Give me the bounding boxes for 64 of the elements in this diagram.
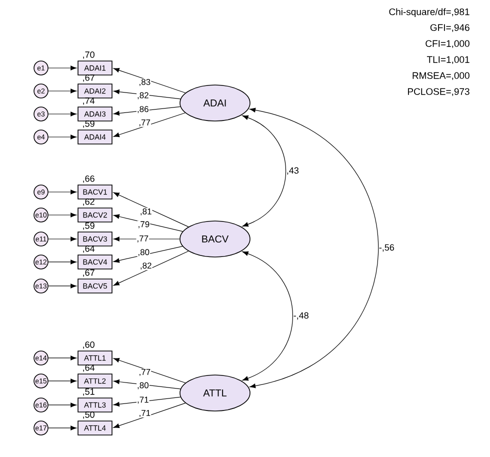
arrow xyxy=(113,192,189,228)
fit-statistic: PCLOSE=,973 xyxy=(408,88,470,96)
edge-label: ,80 xyxy=(137,248,150,257)
arrow xyxy=(48,66,77,70)
fit-statistic: Chi-square/df=,981 xyxy=(389,8,470,18)
arrow xyxy=(113,396,181,406)
r-squared-label: ,51 xyxy=(83,388,94,396)
arrow xyxy=(48,260,77,264)
arrow xyxy=(48,426,77,430)
arrow xyxy=(113,246,183,263)
arrow xyxy=(48,402,77,408)
edge-label: ,79 xyxy=(137,220,150,229)
r-squared-label: ,50 xyxy=(83,411,94,419)
arrow xyxy=(48,112,77,116)
r-squared-label: ,66 xyxy=(83,175,94,183)
edge-label: ,43 xyxy=(287,167,299,175)
arrow xyxy=(113,214,184,232)
edge-label: ,71 xyxy=(138,410,152,418)
r-squared-label: ,64 xyxy=(83,364,95,372)
edge-label: ,82 xyxy=(139,262,152,270)
covariance-arrow xyxy=(242,115,286,227)
r-squared-label: ,67 xyxy=(83,74,94,82)
arrow xyxy=(113,112,186,138)
arrow xyxy=(113,379,181,390)
arrow xyxy=(113,106,181,116)
edge-label: ,80 xyxy=(136,382,150,390)
edge-label: ,83 xyxy=(138,78,152,86)
arrow xyxy=(48,378,77,384)
arrow xyxy=(48,88,77,94)
r-squared-label: ,59 xyxy=(83,222,94,230)
arrow xyxy=(48,356,77,360)
fit-statistic: GFI=,946 xyxy=(430,24,470,32)
r-squared-label: ,60 xyxy=(83,341,94,349)
edge-label: ,71 xyxy=(136,396,150,404)
arrow xyxy=(113,402,186,428)
arrow xyxy=(113,358,186,384)
r-squared-label: ,59 xyxy=(83,120,94,128)
arrow xyxy=(113,236,180,242)
arrow xyxy=(48,212,77,218)
edge-label: -,56 xyxy=(379,244,394,252)
edge-label: ,77 xyxy=(138,118,151,127)
arrow xyxy=(113,68,186,94)
fit-statistic: CFI=1,000 xyxy=(426,40,470,48)
r-squared-label: ,74 xyxy=(83,98,95,105)
r-squared-label: ,62 xyxy=(83,198,94,206)
arrow xyxy=(48,236,77,242)
r-squared-label: ,70 xyxy=(83,51,94,59)
r-squared-label: ,64 xyxy=(83,245,95,253)
edge-label: ,81 xyxy=(139,208,152,216)
arrow xyxy=(113,250,189,286)
fit-statistic: RMSEA=,000 xyxy=(412,72,470,80)
edge-label: ,77 xyxy=(136,235,150,243)
edge-label: -,48 xyxy=(294,312,308,320)
covariance-arrow xyxy=(250,108,379,388)
edge-label: ,86 xyxy=(136,106,150,114)
covariance-arrow xyxy=(242,251,294,381)
fit-statistic: TLI=1,001 xyxy=(426,56,470,64)
arrow xyxy=(113,90,181,100)
edge-label: ,82 xyxy=(136,92,150,100)
arrow xyxy=(48,190,77,194)
arrow xyxy=(48,134,77,140)
r-squared-label: ,67 xyxy=(83,269,94,277)
edge-label: ,77 xyxy=(138,368,152,376)
arrow xyxy=(48,284,77,288)
